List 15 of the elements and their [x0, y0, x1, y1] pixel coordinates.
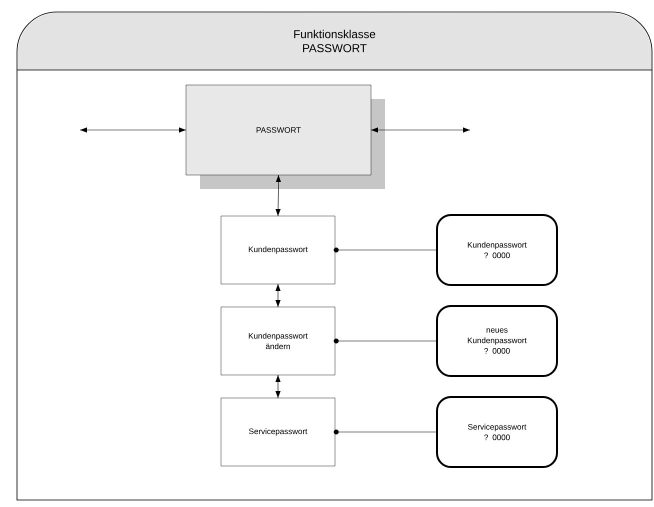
connector [370, 127, 470, 133]
connector [275, 284, 281, 308]
rounded-box: Servicepasswort ? 0000 [436, 396, 558, 468]
process-box: PASSWORT [186, 84, 372, 176]
connector [276, 174, 282, 216]
connector [334, 248, 438, 252]
connector [275, 374, 281, 398]
connector [80, 127, 186, 133]
connector [334, 430, 438, 434]
rounded-box: Kundenpasswort ? 0000 [436, 214, 558, 286]
process-box: Kundenpasswort [220, 216, 336, 284]
rounded-box: neues Kundenpasswort ? 0000 [436, 305, 558, 377]
connector [334, 338, 438, 344]
process-box: Kundenpasswort ändern [220, 306, 336, 376]
process-box: Servicepasswort [220, 398, 336, 466]
